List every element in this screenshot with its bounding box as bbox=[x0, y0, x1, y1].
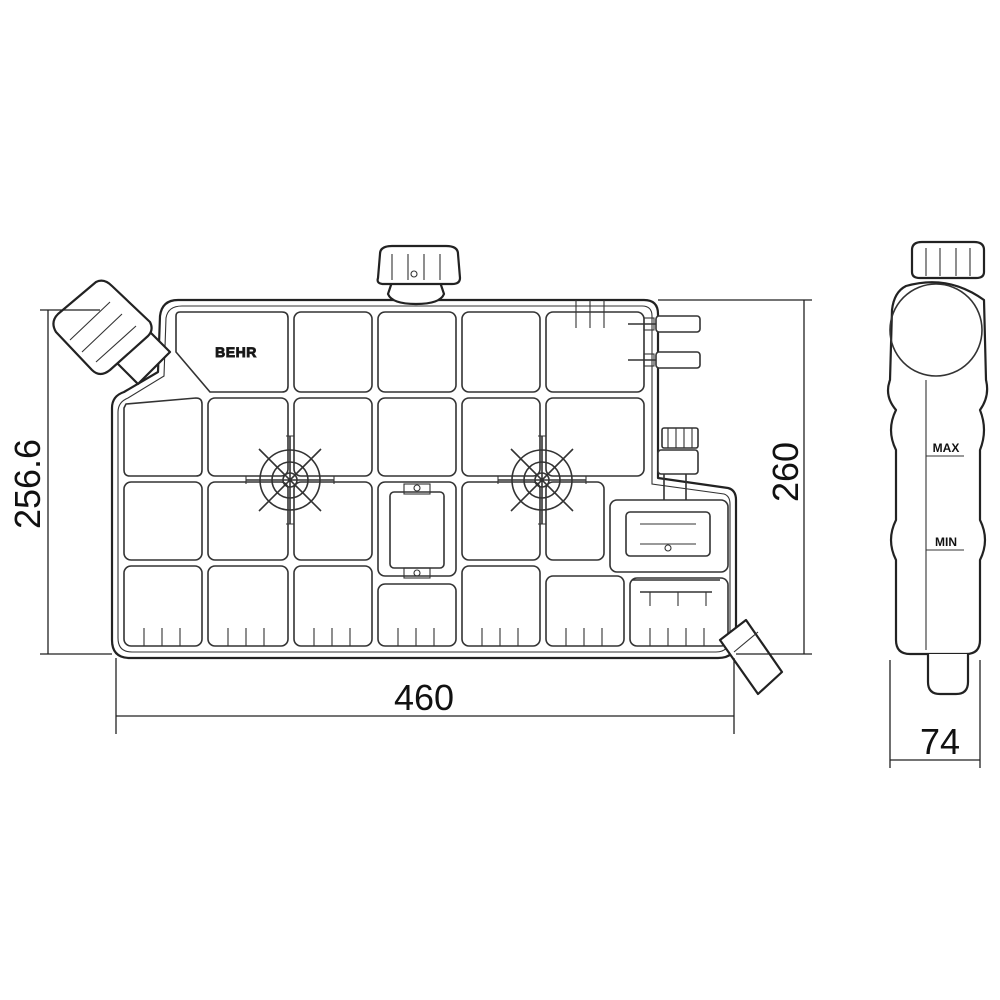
hose-connectors-top bbox=[628, 315, 701, 369]
cell-grid bbox=[123, 311, 729, 647]
bottom-ribs bbox=[143, 300, 705, 646]
front-view: BEHR bbox=[52, 244, 784, 696]
mounting-star-left bbox=[245, 435, 335, 525]
front-dimensions: 256.6 260 460 bbox=[7, 299, 812, 734]
side-dimensions: 74 bbox=[889, 660, 981, 768]
dim-depth: 74 bbox=[920, 721, 960, 762]
dim-width: 460 bbox=[394, 677, 454, 718]
dim-height-right: 260 bbox=[765, 442, 806, 502]
tank-body-outline bbox=[110, 298, 738, 660]
side-view: MAX MIN bbox=[886, 240, 989, 696]
mounting-star-right bbox=[497, 435, 587, 525]
brand-logo: BEHR bbox=[215, 344, 257, 360]
level-sensor-connector bbox=[625, 427, 720, 606]
level-min-label: MIN bbox=[935, 535, 957, 549]
tank-inner-outline bbox=[117, 305, 731, 653]
side-filler-cap bbox=[52, 279, 172, 386]
dim-height-left: 256.6 bbox=[7, 439, 48, 529]
bottom-outlet-pipe bbox=[718, 618, 784, 696]
float-sensor bbox=[389, 483, 445, 579]
pressure-cap bbox=[376, 244, 462, 306]
level-max-label: MAX bbox=[933, 441, 960, 455]
